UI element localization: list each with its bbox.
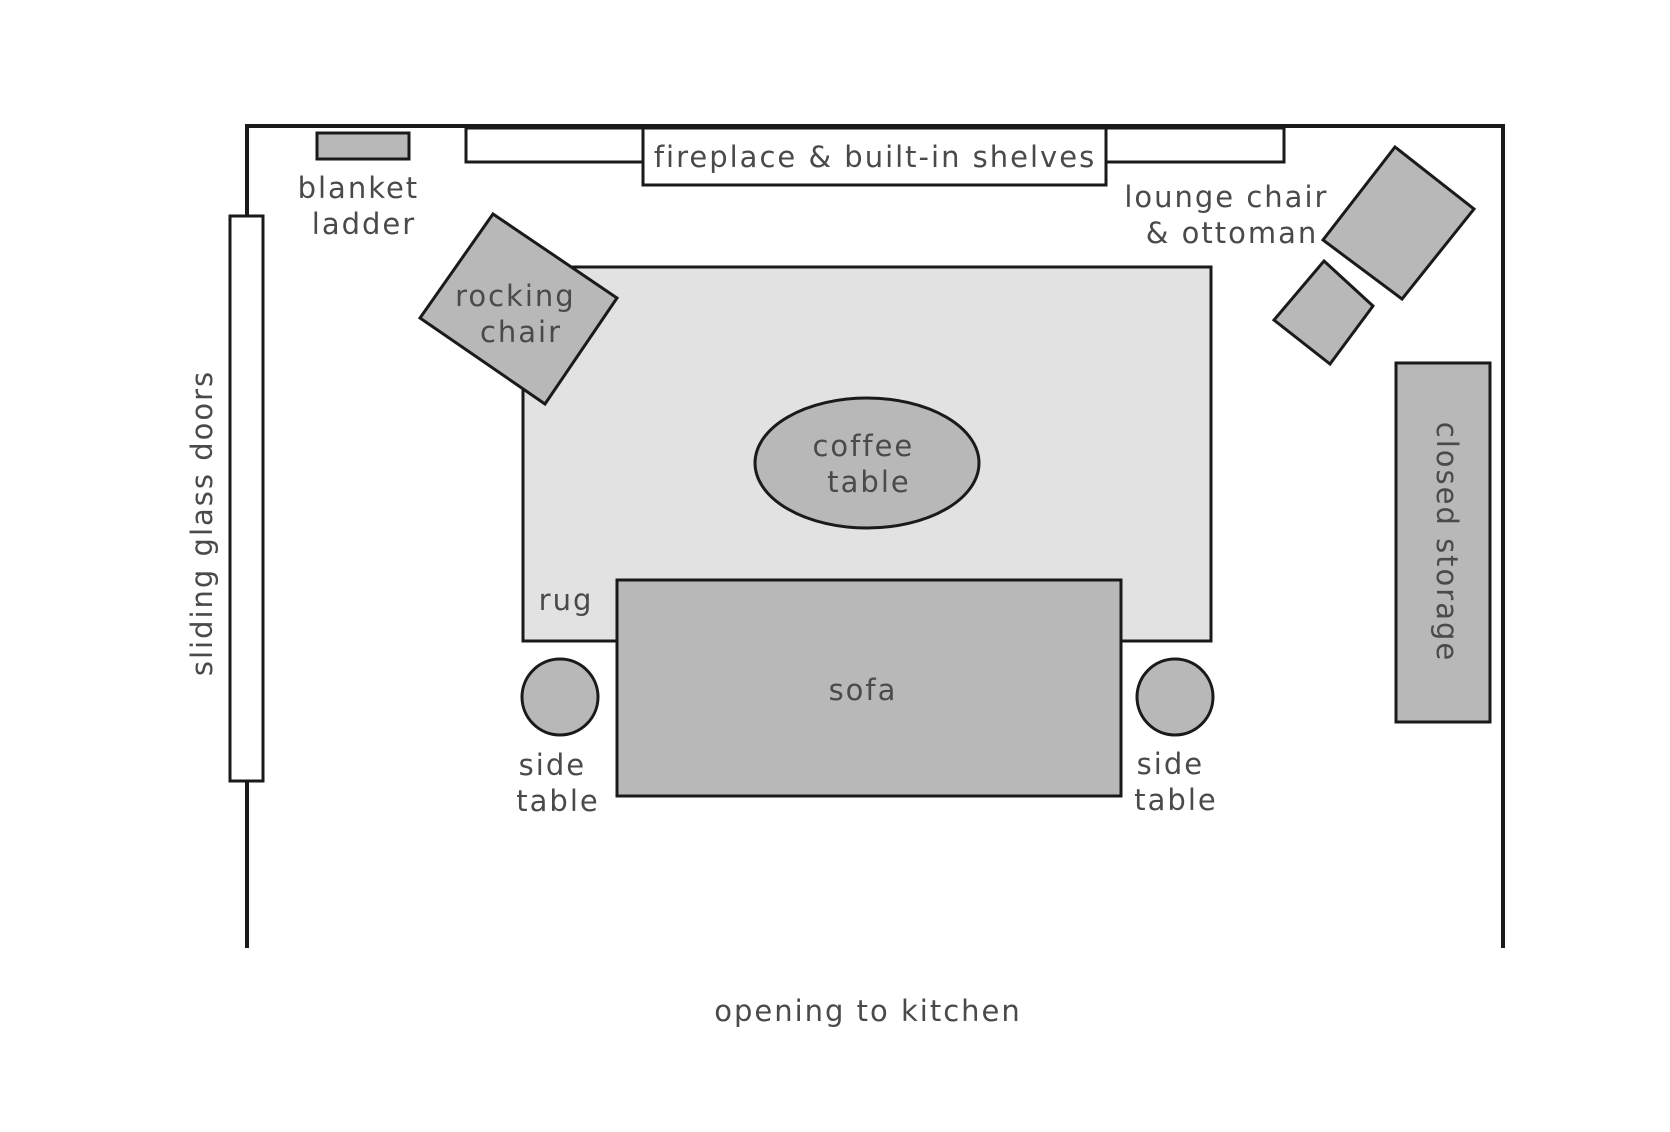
fireplace-label: fireplace & built-in shelves — [654, 140, 1096, 174]
rocking-chair — [417, 211, 620, 407]
lounge-chair-label-line-1: lounge chair — [1124, 180, 1328, 214]
blanket-ladder-label: blanket ladder — [298, 171, 431, 241]
lounge-chair-label-line-2: & ottoman — [1146, 216, 1318, 250]
built-in-shelves-right — [1104, 126, 1286, 164]
coffee-table-label: coffee table — [812, 429, 925, 499]
rocking-chair-label-line-2: chair — [480, 315, 562, 349]
lounge-chair — [1320, 144, 1477, 302]
sofa — [615, 578, 1123, 798]
side-table-left-label-line-2: table — [516, 784, 599, 818]
rocking-chair-label-line-1: rocking — [455, 279, 576, 313]
blanket-ladder — [315, 131, 411, 161]
coffee-table — [753, 396, 981, 530]
sofa-label: sofa — [829, 673, 898, 707]
blanket-ladder-label-line-1: blanket — [298, 171, 420, 205]
sliding-glass-doors-label: sliding glass doors — [185, 370, 219, 676]
fireplace — [641, 126, 1108, 187]
rug-label: rug — [539, 583, 594, 617]
sliding-glass-doors — [228, 214, 265, 783]
coffee-table-label-line-2: table — [827, 465, 910, 499]
side-table-right — [1135, 657, 1215, 737]
side-table-right-label-line-2: table — [1134, 783, 1217, 817]
kitchen-opening-label: opening to kitchen — [714, 994, 1022, 1028]
ottoman — [1271, 258, 1376, 367]
closed-storage-label: closed storage — [1430, 422, 1464, 663]
side-table-left-label: side table — [516, 748, 599, 818]
side-table-left — [520, 657, 600, 737]
blanket-ladder-label-line-2: ladder — [312, 207, 416, 241]
lounge-chair-label: lounge chair & ottoman — [1124, 180, 1339, 250]
side-table-right-label: side table — [1134, 747, 1217, 817]
rocking-chair-label: rocking chair — [455, 279, 587, 349]
built-in-shelves-left — [464, 126, 645, 164]
closed-storage — [1394, 361, 1492, 724]
side-table-right-label-line-1: side — [1137, 747, 1204, 781]
side-table-left-label-line-1: side — [519, 748, 586, 782]
coffee-table-label-line-1: coffee — [812, 429, 914, 463]
